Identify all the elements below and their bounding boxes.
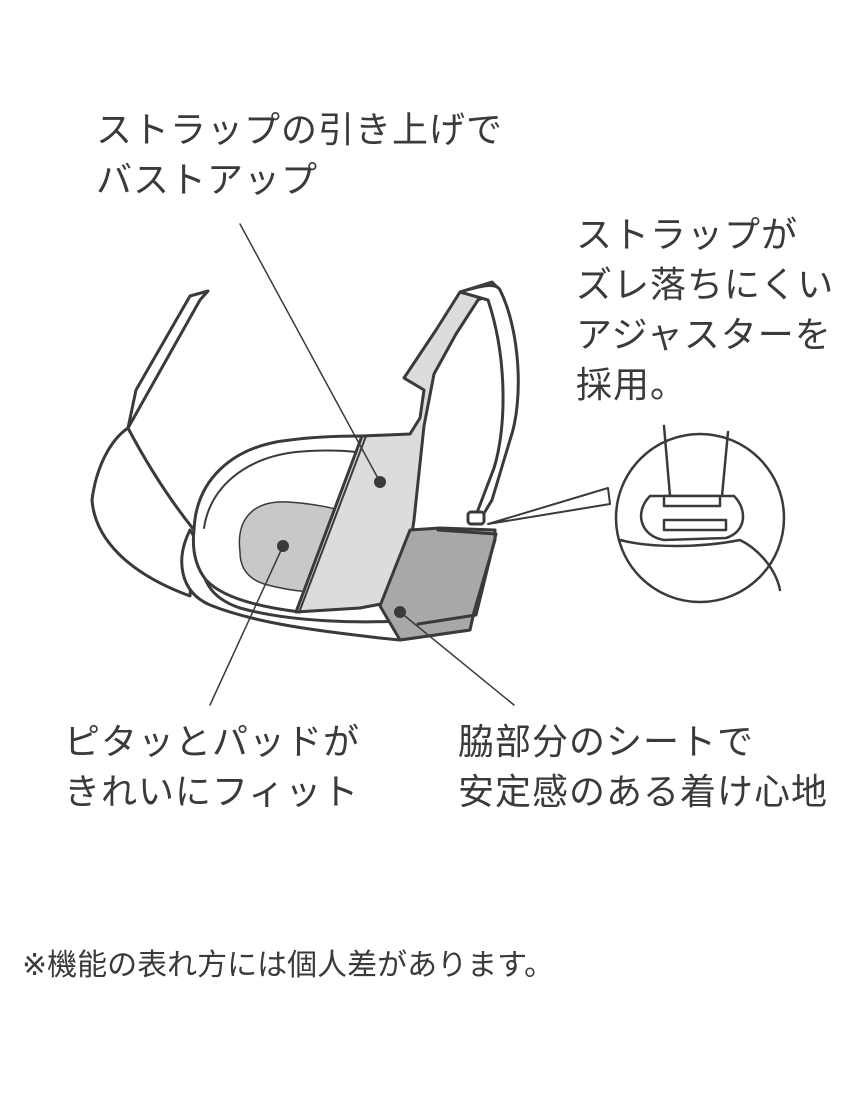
left-strap (126, 289, 210, 430)
adjuster-label: ストラップが ズレ落ちにくい アジャスターを 採用。 (576, 211, 834, 411)
callout-pointer (487, 487, 611, 525)
strap-lift-line-2: バストアップ (96, 160, 319, 201)
adjuster-zoom (618, 424, 782, 592)
leader-strap (239, 223, 381, 483)
leader-pad (209, 545, 284, 706)
adjuster-line-3: アジャスターを (576, 315, 832, 356)
side-sheet-line-2: 安定感のある着け心地 (458, 772, 829, 813)
side-sheet-line-1: 脇部分のシートで (458, 722, 755, 763)
footnote: ※機能の表れ方には個人差があります。 (22, 948, 555, 983)
adjuster-line-1: ストラップが (576, 215, 799, 256)
strap-lift-line-1: ストラップの引き上げで (96, 110, 504, 151)
pad-fit-line-2: きれいにフィット (64, 772, 360, 813)
adjuster-line-2: ズレ落ちにくい (576, 265, 835, 306)
leader-side (399, 611, 515, 706)
pad-fit-label: ピタッとパッドが きれいにフィット (64, 718, 360, 818)
adjuster-ring (466, 510, 486, 526)
side-panel (378, 526, 497, 642)
pad-fit-line-1: ピタッとパッドが (64, 722, 361, 763)
adjuster-line-4: 採用。 (576, 365, 688, 406)
band-end (416, 528, 498, 626)
side-sheet-label: 脇部分のシートで 安定感のある着け心地 (458, 718, 828, 818)
right-strap (458, 284, 520, 526)
left-cup (90, 426, 196, 598)
strap-lift-label: ストラップの引き上げで バストアップ (96, 106, 503, 206)
